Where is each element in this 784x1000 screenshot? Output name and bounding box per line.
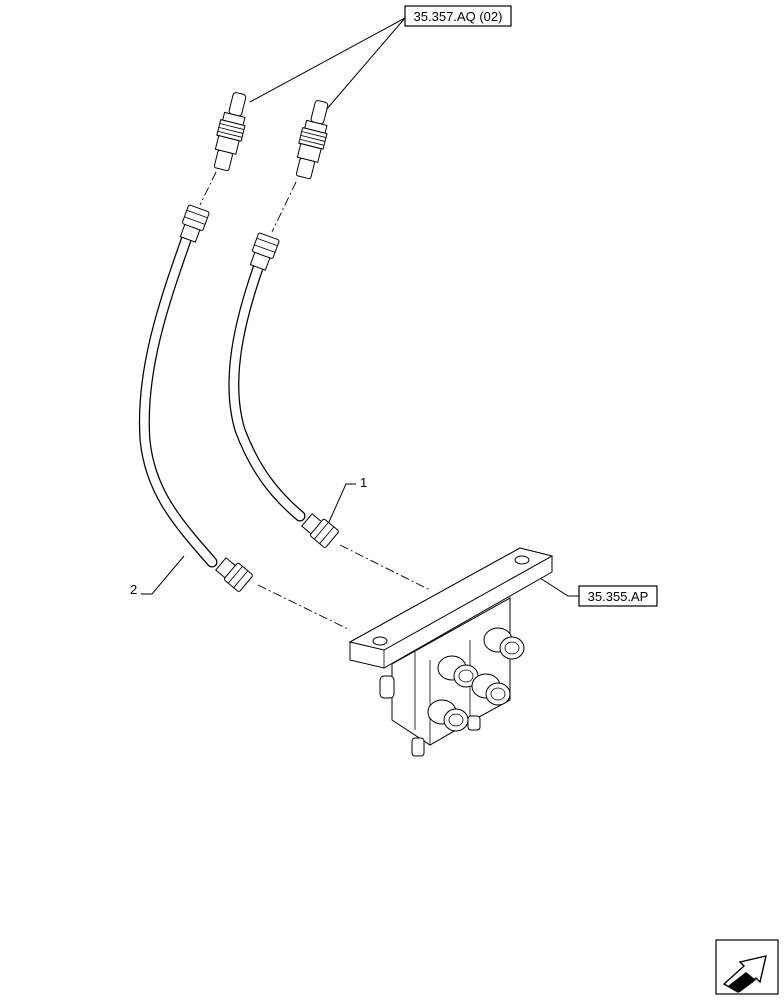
leader-item-2 — [141, 555, 185, 595]
item-label-2: 2 — [130, 582, 137, 597]
axis-line-left — [199, 171, 217, 206]
port-4 — [471, 673, 511, 706]
hose-1-bottom-nut — [301, 513, 339, 548]
leader-item-1 — [328, 483, 356, 523]
ref-link-top[interactable]: 35.357.AQ (02) — [404, 5, 512, 27]
axis-line-item2 — [257, 584, 351, 631]
port-3 — [427, 699, 469, 732]
hose-1[interactable] — [228, 262, 306, 522]
adapter-fitting-right — [295, 100, 329, 180]
item-label-1: 1 — [360, 475, 367, 490]
arrow-icon[interactable] — [715, 939, 779, 995]
ref-label-top[interactable]: 35.357.AQ (02) — [414, 9, 503, 24]
axis-line-item1 — [339, 544, 431, 591]
adapter-fitting-left — [213, 92, 247, 172]
axis-line-right — [271, 181, 297, 233]
leader-top-right — [325, 17, 406, 111]
ref-link-right[interactable]: 35.355.AP — [578, 585, 658, 607]
hose-2-bottom-nut — [215, 557, 253, 592]
port-1 — [437, 655, 479, 688]
hose-2[interactable] — [138, 234, 218, 568]
ref-label-right[interactable]: 35.355.AP — [588, 589, 649, 604]
valve-block[interactable] — [348, 547, 554, 757]
leader-right — [539, 577, 579, 597]
leader-top-left — [249, 17, 406, 103]
hose-1-top-nut — [249, 232, 280, 271]
hose-2-top-nut — [179, 204, 210, 243]
port-2 — [483, 627, 525, 660]
